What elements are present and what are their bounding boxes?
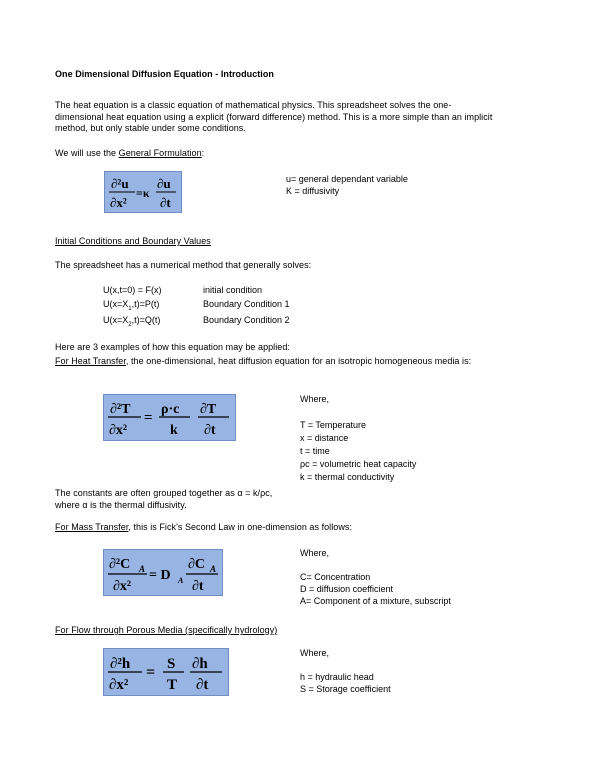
ic-text: The spreadsheet has a numerical method t… (55, 260, 312, 270)
general-note-0: u= general dependant variable (286, 174, 408, 184)
general-formulation-line: We will use the General Formulation: (55, 148, 495, 160)
eq-heat-coef-num: ρ·c (161, 402, 179, 417)
heat-note-0: Where, (300, 394, 330, 404)
eq-general-lhs-den: ∂x² (110, 195, 127, 210)
mass-equation: ∂²C A ∂x² = D A ∂C A ∂t (103, 549, 223, 596)
heat-note-1 (300, 406, 416, 419)
eq-mass-rhs-sub: A (209, 564, 216, 574)
ic-heading: Initial Conditions and Boundary Values (55, 236, 211, 246)
mass-note-0: Where, (300, 548, 330, 558)
eq-heat-rhs-den: ∂t (204, 423, 216, 438)
condition-1-desc: Boundary Condition 1 (203, 299, 290, 309)
page-title: One Dimensional Diffusion Equation - Int… (55, 69, 274, 79)
eq-mass-lhs-den: ∂x² (113, 579, 131, 594)
eq-heat-lhs-num: ∂²T (110, 402, 131, 417)
intro-paragraph: The heat equation is a classic equation … (55, 100, 493, 133)
heat-constants: The constants are often grouped together… (55, 488, 495, 511)
mass-transfer-text: , this is Fick's Second Law in one-dimen… (128, 522, 352, 532)
heat-constants-1: where α is the thermal diffusivity. (55, 499, 187, 510)
eq-general-rhs-den: ∂t (160, 195, 171, 210)
mass-notes: Where, C= Concentration D = diffusion co… (300, 547, 451, 607)
heat-note-5: ρc = volumetric heat capacity (300, 459, 417, 469)
mass-note-2: C= Concentration (300, 572, 371, 582)
eq-heat-coef-den: k (170, 423, 178, 438)
mass-note-1 (300, 559, 451, 571)
eq-heat-equals: = (144, 410, 153, 426)
general-prefix: We will use the (55, 148, 119, 158)
heat-constants-0: The constants are often grouped together… (55, 488, 273, 498)
general-suffix: : (201, 148, 205, 158)
eq-general-lhs-num: ∂²u (111, 176, 129, 191)
eq-flow-equals: = (146, 664, 155, 681)
eq-flow-lhs-den: ∂x² (109, 677, 129, 693)
eq-flow-coef-num: S (167, 656, 175, 672)
condition-1-expr: U(x=X1,t)=P(t) (103, 299, 160, 312)
eq-mass-equals: = D (149, 568, 171, 583)
eq-general-rhs-num: ∂u (157, 176, 171, 191)
heat-note-2: T = Temperature (300, 420, 366, 430)
eq-heat-rhs-num: ∂T (200, 402, 217, 417)
mass-note-3: D = diffusion coefficient (300, 584, 393, 594)
eq-mass-lhs-sub: A (138, 564, 145, 574)
flow-note-2: h = hydraulic head (300, 672, 374, 682)
heat-notes: Where, T = Temperature x = distance t = … (300, 393, 416, 484)
flow-note-0: Where, (300, 648, 330, 658)
heat-note-6: k = thermal conductivity (300, 472, 395, 482)
flow-note-1 (300, 659, 391, 671)
heat-equation: ∂²T ∂x² = ρ·c k ∂T ∂t (103, 394, 236, 441)
condition-2-expr: U(x=X2,t)=Q(t) (103, 315, 161, 328)
eq-flow-lhs-num: ∂²h (110, 656, 131, 672)
general-notes: u= general dependant variable K = diffus… (286, 173, 408, 197)
general-equation: ∂²u ∂x² =κ ∂u ∂t (104, 171, 182, 213)
general-formulation-link: General Formulation (118, 148, 202, 158)
eq-heat-lhs-den: ∂x² (109, 423, 127, 438)
heat-note-4: t = time (300, 446, 330, 456)
flow-note-3: S = Storage coefficient (300, 684, 391, 694)
mass-transfer-link: For Mass Transfer (55, 522, 129, 532)
general-note-1: K = diffusivity (286, 186, 340, 196)
mass-note-4: A= Component of a mixture, subscript (300, 596, 451, 606)
condition-0-expr: U(x,t=0) = F(x) (103, 285, 162, 295)
flow-link: For Flow through Porous Media (specifica… (55, 625, 278, 635)
mass-transfer-line: For Mass Transfer, this is Fick's Second… (55, 522, 495, 534)
condition-2-desc: Boundary Condition 2 (203, 315, 290, 325)
condition-0-desc: initial condition (203, 285, 263, 295)
eq-mass-lhs-num: ∂²C (109, 557, 130, 572)
examples-intro: Here are 3 examples of how this equation… (55, 342, 290, 352)
eq-mass-rhs-den: ∂t (192, 579, 204, 594)
heat-transfer-line: For Heat Transfer, the one-dimensional, … (55, 356, 485, 368)
heat-transfer-link: For Heat Transfer (55, 356, 126, 366)
flow-equation: ∂²h ∂x² = S T ∂h ∂t (103, 648, 229, 696)
eq-flow-coef-den: T (167, 677, 177, 693)
eq-flow-rhs-den: ∂t (196, 677, 208, 693)
eq-mass-rhs-num: ∂C (188, 557, 205, 572)
flow-notes: Where, h = hydraulic head S = Storage co… (300, 647, 391, 695)
eq-mass-eq-sub: A (177, 576, 184, 585)
heat-note-3: x = distance (300, 433, 349, 443)
eq-flow-rhs-num: ∂h (192, 656, 208, 672)
eq-general-equals: =κ (136, 186, 150, 200)
heat-transfer-text: , the one-dimensional, heat diffusion eq… (125, 356, 472, 366)
